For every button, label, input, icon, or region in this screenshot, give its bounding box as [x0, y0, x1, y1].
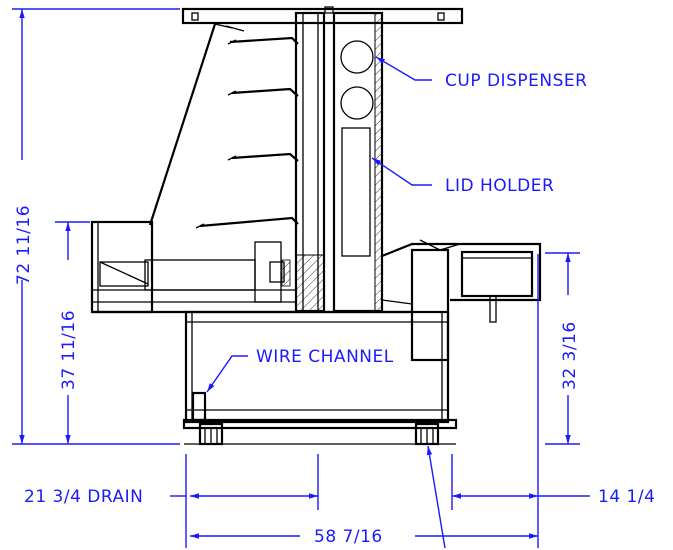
shelf-3	[231, 152, 299, 162]
cup-ring-upper	[340, 40, 374, 74]
front-glass	[148, 23, 217, 226]
dimension-right-offset: 14 1/4	[452, 487, 655, 507]
rear-bracket	[254, 241, 282, 303]
well-pan	[144, 259, 256, 291]
dimension-overall-height: 72 11/16	[12, 8, 180, 445]
lid-slot	[341, 127, 371, 257]
callout-cup-dispenser: CUP DISPENSER	[375, 56, 587, 91]
shelf-2	[231, 87, 299, 97]
canopy-bracket-right	[437, 12, 445, 21]
callout-wire-channel: WIRE CHANNEL	[206, 347, 394, 393]
top-canopy	[181, 7, 464, 25]
right-offset-label: 14 1/4	[598, 487, 655, 507]
shelves	[195, 36, 299, 229]
overall-width-label: 58 7/16	[314, 527, 383, 547]
cup-ring-lower	[340, 86, 374, 120]
canopy-bracket-left	[191, 12, 199, 21]
right-height-label: 32 3/16	[560, 321, 580, 390]
canopy-center-clip	[324, 6, 334, 14]
right-post	[410, 248, 450, 362]
drain-label: 21 3/4 DRAIN	[24, 487, 143, 507]
base-rail	[182, 418, 458, 430]
wire-channel-label: WIRE CHANNEL	[256, 347, 394, 367]
dimension-right-height: 32 3/16	[545, 252, 580, 445]
callout-lid-holder: LID HOLDER	[371, 157, 554, 196]
wire-channel-box	[191, 391, 207, 422]
right-counter	[381, 242, 542, 302]
drain-leader	[426, 445, 446, 549]
front-base	[90, 220, 154, 314]
right-drain-pipe	[489, 295, 497, 323]
overall-height-label: 72 11/16	[14, 205, 34, 285]
dimension-drain: 21 3/4 DRAIN	[24, 487, 318, 507]
lid-holder-label: LID HOLDER	[445, 176, 554, 196]
shelf-4	[199, 216, 299, 228]
cup-dispenser-label: CUP DISPENSER	[445, 71, 587, 91]
rear-hatch-block	[295, 254, 325, 312]
dimension-overall-width: 58 7/16	[190, 527, 538, 547]
shelf-1	[229, 36, 299, 45]
right-pan	[460, 250, 534, 298]
counter-height-label: 37 11/16	[59, 310, 79, 390]
dimension-counter-height: 37 11/16	[55, 221, 90, 444]
cabinet-base	[184, 310, 450, 424]
